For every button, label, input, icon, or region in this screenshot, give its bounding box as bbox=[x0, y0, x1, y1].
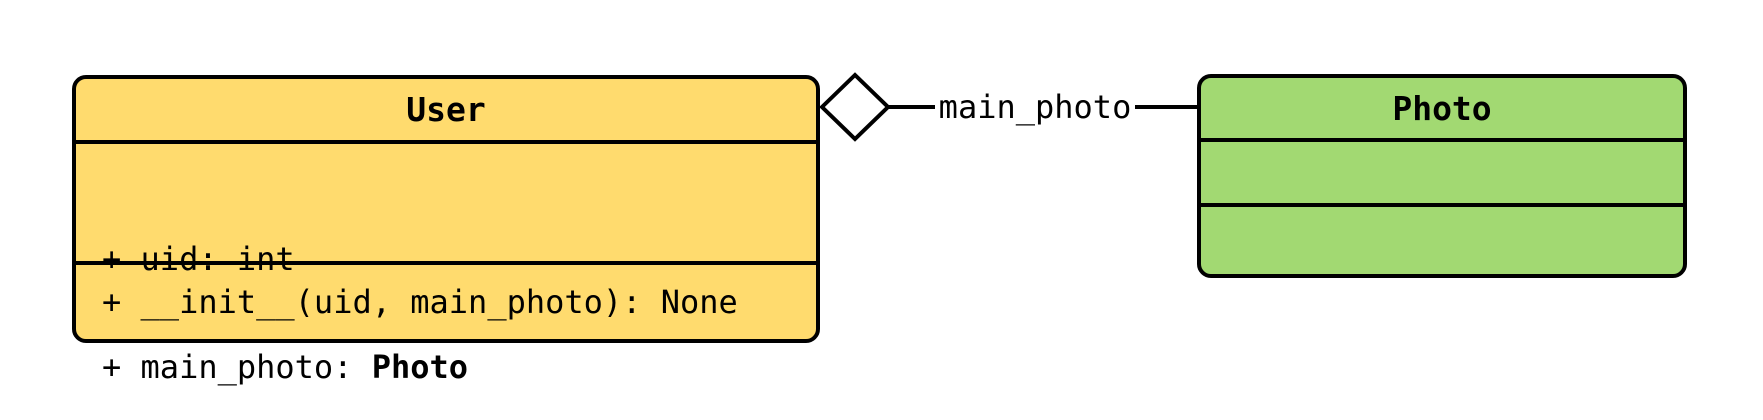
class-title-photo: Photo bbox=[1201, 78, 1683, 138]
attribute-uid-text: + uid: int bbox=[102, 240, 295, 278]
class-name-user: User bbox=[406, 90, 486, 129]
relation-label: main_photo bbox=[935, 88, 1135, 126]
class-box-user: User + uid: int + main_photo: Photo + __… bbox=[72, 75, 820, 385]
class-methods-user: + __init__(uid, main_photo): None bbox=[76, 261, 816, 339]
attribute-main-photo: + main_photo: Photo bbox=[102, 349, 816, 385]
attribute-main-photo-type: Photo bbox=[371, 348, 469, 386]
class-title-user: User bbox=[76, 79, 816, 140]
class-attributes-user: + uid: int + main_photo: Photo bbox=[76, 140, 816, 385]
attribute-main-photo-prefix: + main_photo: bbox=[102, 348, 372, 386]
class-name-photo: Photo bbox=[1392, 88, 1492, 128]
class-box-photo: Photo bbox=[1197, 74, 1687, 278]
aggregation-diamond-icon bbox=[819, 72, 891, 142]
attribute-uid: + uid: int bbox=[102, 241, 816, 277]
class-methods-photo-empty bbox=[1201, 203, 1683, 274]
method-init: + __init__(uid, main_photo): None bbox=[102, 283, 738, 321]
class-attributes-photo-empty bbox=[1201, 138, 1683, 203]
